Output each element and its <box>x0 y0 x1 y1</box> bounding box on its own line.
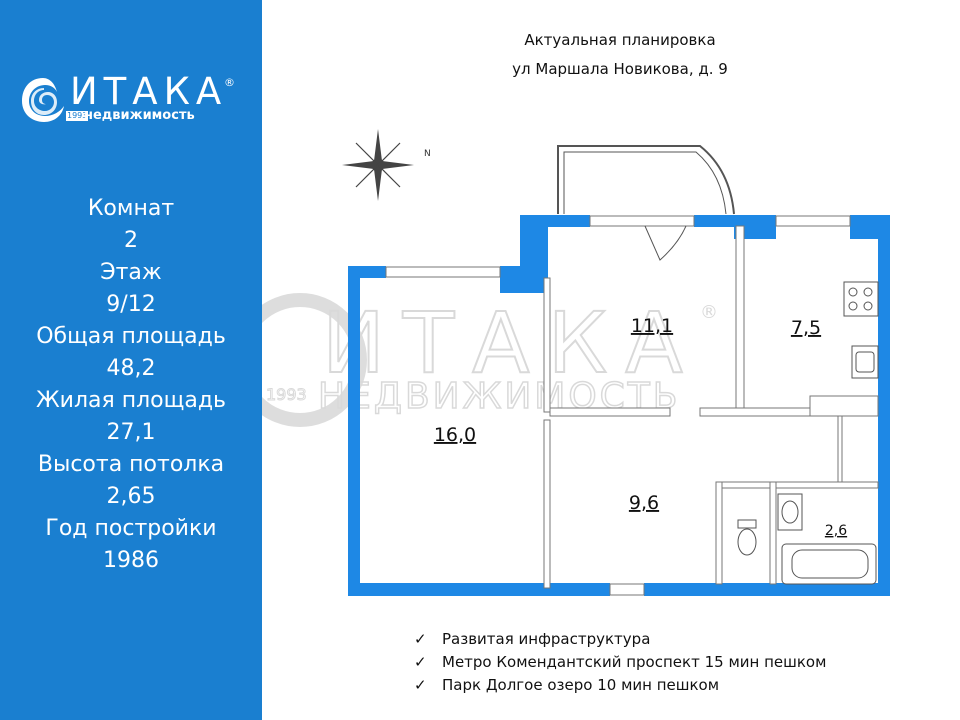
feature-text: Парк Долгое озеро 10 мин пешком <box>442 676 720 694</box>
stat-rooms-value: 2 <box>124 228 138 253</box>
feature-item: ✓ Метро Комендантский проспект 15 мин пеш… <box>414 651 826 674</box>
stat-floor-label: Этаж <box>100 260 162 285</box>
plan-title: Актуальная планировка <box>524 31 716 49</box>
stat-year-label: Год постройки <box>45 516 217 541</box>
feature-item: ✓ Развитая инфраструктура <box>414 628 826 651</box>
room-area-kitchen: 7,5 <box>791 317 821 339</box>
plan-header: Актуальная планировка ул Маршала Новиков… <box>420 30 820 88</box>
feature-text: Метро Комендантский проспект 15 мин пешк… <box>442 653 827 671</box>
windows <box>385 215 851 596</box>
brand-logo: ИТАКА ® 1993 недвижимость <box>20 72 240 132</box>
brand-swirl-icon <box>22 78 64 122</box>
kitchen-sink-icon <box>851 345 879 379</box>
plan-address: ул Маршала Новикова, д. 9 <box>512 60 728 78</box>
stats-list: Комнат 2 Этаж 9/12 Общая площадь 48,2 Жи… <box>0 193 262 577</box>
compass-north-label: N <box>424 149 431 159</box>
bathtub-icon <box>781 543 877 585</box>
brand-name: ИТАКА <box>70 70 228 113</box>
stat-floor-value: 9/12 <box>106 292 156 317</box>
balcony-door <box>644 225 687 261</box>
stat-living-area-value: 27,1 <box>106 420 156 445</box>
brand-year: 1993 <box>66 111 89 121</box>
brand-subtitle: недвижимость <box>84 108 195 123</box>
outer-walls <box>348 215 890 596</box>
room-area-large: 16,0 <box>434 424 476 446</box>
watermark-registered: ® <box>700 302 718 323</box>
stat-total-area-value: 48,2 <box>106 356 156 381</box>
feature-item: ✓ Парк Долгое озеро 10 мин пешком <box>414 674 826 697</box>
info-sidebar: ИТАКА ® 1993 недвижимость Комнат 2 Этаж … <box>0 0 262 720</box>
registered-mark: ® <box>224 76 235 89</box>
watermark-name: ИТАКА <box>322 294 701 392</box>
checkmark-icon: ✓ <box>414 630 427 648</box>
stat-rooms-label: Комнат <box>87 196 175 221</box>
stove-icon <box>843 281 879 317</box>
checkmark-icon: ✓ <box>414 676 427 694</box>
watermark: ИТАКА ® 1993 НЕДВИЖИМОСТЬ <box>262 293 718 427</box>
compass-icon: N <box>342 129 431 201</box>
features-list: ✓ Развитая инфраструктура ✓ Метро Комендан… <box>414 628 826 697</box>
room-area-hallway: 9,6 <box>629 492 659 514</box>
feature-text: Развитая инфраструктура <box>442 630 651 648</box>
stat-total-area-label: Общая площадь <box>36 324 226 349</box>
toilet-icon <box>737 519 757 556</box>
balcony <box>557 145 735 215</box>
watermark-year: 1993 <box>266 385 307 404</box>
washbasin-icon <box>777 493 803 531</box>
checkmark-icon: ✓ <box>414 653 427 671</box>
inner-walls <box>543 225 879 589</box>
floor-plan: ИТАКА ® 1993 НЕДВИЖИМОСТЬ N <box>262 129 890 596</box>
room-area-middle: 11,1 <box>631 315 673 337</box>
room-area-bathroom: 2,6 <box>825 523 847 539</box>
stat-living-area-label: Жилая площадь <box>35 388 227 413</box>
stat-ceiling-label: Высота потолка <box>37 452 225 477</box>
stat-year-value: 1986 <box>103 548 159 573</box>
stat-ceiling-value: 2,65 <box>106 484 156 509</box>
